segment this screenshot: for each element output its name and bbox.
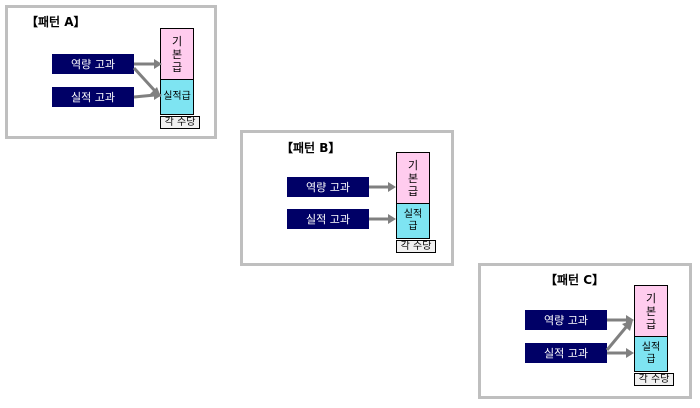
pattern-a-competency-box: 역량 고과 bbox=[52, 54, 134, 74]
pattern-a-performance-box: 실적 고과 bbox=[52, 87, 134, 107]
pattern-a-title: 【패턴 A】 bbox=[26, 15, 86, 29]
pattern-c-arrowhead-3 bbox=[622, 320, 633, 331]
pattern-b-performance-box: 실적 고과 bbox=[287, 209, 369, 229]
pattern-b-competency-box: 역량 고과 bbox=[287, 177, 369, 197]
pattern-c-arrow-performance-base bbox=[605, 325, 629, 351]
pattern-a-arrowhead-1 bbox=[154, 59, 162, 69]
pattern-c-arrows bbox=[605, 315, 634, 358]
pattern-b-performance-pay-box: 실적 급 bbox=[396, 203, 430, 239]
pattern-b-title: 【패턴 B】 bbox=[281, 141, 341, 155]
pattern-b-panel: 【패턴 B】 역량 고과 실적 고과 기 본 급 실적 급 각 수당 bbox=[240, 130, 454, 266]
pattern-b-arrows bbox=[369, 182, 396, 224]
pattern-b-arrowhead-2 bbox=[388, 214, 396, 224]
pattern-c-performance-box: 실적 고과 bbox=[525, 343, 607, 363]
pattern-c-base-pay-box: 기 본 급 bbox=[634, 285, 668, 337]
pattern-a-arrow-performance-performance bbox=[133, 93, 156, 99]
pattern-a-base-pay-box: 기 본 급 bbox=[160, 28, 194, 80]
pattern-c-panel: 【패턴 C】 역량 고과 실적 고과 기 본 급 실적 급 각 수당 bbox=[478, 263, 692, 399]
pattern-a-arrow-competency-performance bbox=[132, 66, 157, 93]
pattern-c-performance-pay-box: 실적 급 bbox=[634, 336, 668, 372]
pattern-c-allowance-box: 각 수당 bbox=[634, 373, 674, 386]
pattern-b-allowance-box: 각 수당 bbox=[396, 240, 436, 253]
pattern-c-competency-box: 역량 고과 bbox=[525, 310, 607, 330]
pattern-c-title: 【패턴 C】 bbox=[545, 273, 605, 287]
pattern-a-arrows bbox=[132, 59, 162, 100]
pattern-a-arrowhead-3 bbox=[154, 90, 162, 100]
pattern-c-arrowhead-2 bbox=[626, 348, 634, 358]
pattern-a-performance-pay-box: 실적급 bbox=[160, 79, 194, 115]
pattern-a-panel: 【패턴 A】 역량 고과 실적 고과 기 본 급 실적급 각 수당 bbox=[5, 5, 217, 139]
pattern-a-allowance-box: 각 수당 bbox=[160, 116, 200, 129]
pattern-b-base-pay-box: 기 본 급 bbox=[396, 152, 430, 204]
pattern-b-arrowhead-1 bbox=[388, 182, 396, 192]
